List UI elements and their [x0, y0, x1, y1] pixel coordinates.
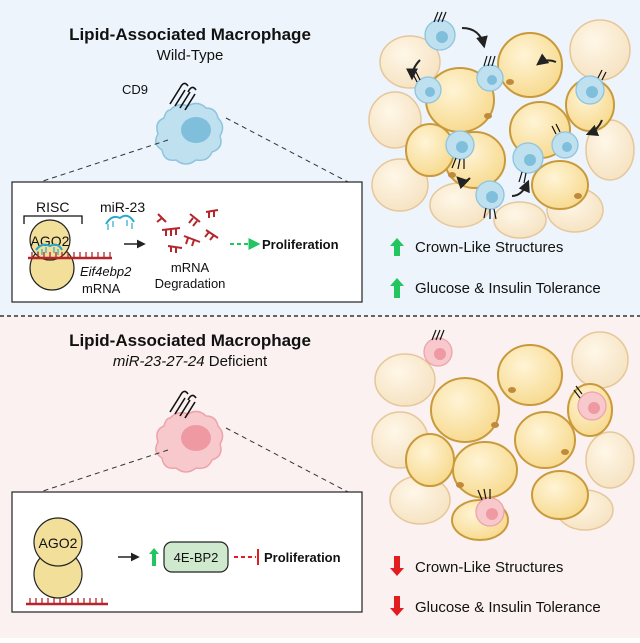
- risc-bracket: [23, 215, 83, 224]
- up-arrow-icon: [390, 238, 404, 256]
- effect-text-top-2: Glucose & Insulin Tolerance: [415, 280, 601, 297]
- cd9-label: CD9: [122, 82, 148, 97]
- down-arrow-icon: [390, 556, 404, 576]
- ago2-label-bottom: AGO2: [39, 535, 78, 551]
- risc-label: RISC: [36, 199, 69, 215]
- mir23-hairpin-icon: [105, 214, 135, 230]
- bottom-title: Lipid-Associated Macrophage: [69, 331, 311, 350]
- degraded-mrna-fragments: [156, 209, 219, 253]
- down-arrow-icon: [390, 596, 404, 616]
- eif4ebp2-mrna-label: mRNA: [82, 281, 121, 296]
- effect-row-bottom-2: Glucose & Insulin Tolerance: [390, 596, 601, 616]
- ago2-complex-bottom: AGO2: [33, 517, 83, 599]
- bottom-subtitle: miR-23-27-24 Deficient: [113, 353, 268, 370]
- pink-macrophages-bottom: [423, 329, 607, 527]
- free-mrna-strand: [26, 598, 108, 606]
- top-title: Lipid-Associated Macrophage: [69, 25, 311, 44]
- crown-like-macrophages-top: [406, 11, 607, 220]
- effect-text-top-1: Crown-Like Structures: [415, 239, 563, 256]
- proliferation-label-top: Proliferation: [262, 237, 339, 252]
- bottom-subtitle-gene: miR-23-27-24: [113, 353, 205, 370]
- eif4ebp2-label: Eif4ebp2: [80, 264, 132, 279]
- macrophage-deficient: [155, 390, 224, 473]
- mrna-degradation-line2: Degradation: [155, 276, 226, 291]
- cd9-receptor-icon: [169, 390, 197, 419]
- effect-row-top-2: Glucose & Insulin Tolerance: [390, 278, 601, 298]
- bottom-subtitle-rest: Deficient: [205, 353, 268, 370]
- zoom-line-left-bottom: [39, 449, 169, 493]
- mir23-label: miR-23: [100, 199, 145, 215]
- zoom-line-right-bottom: [225, 427, 349, 493]
- top-subtitle: Wild-Type: [157, 47, 224, 64]
- adipose-tissue-wildtype: [368, 11, 635, 239]
- eif4ebp2-mrna-strand: [28, 252, 112, 260]
- proliferation-label-bottom: Proliferation: [264, 550, 341, 565]
- mrna-degradation-line1: mRNA: [171, 260, 210, 275]
- effect-text-bottom-2: Glucose & Insulin Tolerance: [415, 599, 601, 616]
- zoom-line-left-top: [39, 139, 169, 183]
- zoom-line-right-top: [225, 117, 349, 183]
- cd9-receptor-icon: [169, 82, 197, 111]
- effect-row-top-1: Crown-Like Structures: [390, 238, 563, 256]
- inhibition-line: [234, 549, 259, 565]
- effect-text-bottom-1: Crown-Like Structures: [415, 559, 563, 576]
- adipose-tissue-deficient: [371, 329, 635, 541]
- 4ebp2-label: 4E-BP2: [174, 550, 219, 565]
- 4ebp2-protein-box: [163, 541, 229, 573]
- up-arrow-icon: [149, 548, 159, 566]
- macrophage-wildtype: [155, 82, 224, 165]
- up-arrow-icon: [390, 278, 404, 298]
- effect-row-bottom-1: Crown-Like Structures: [390, 556, 563, 576]
